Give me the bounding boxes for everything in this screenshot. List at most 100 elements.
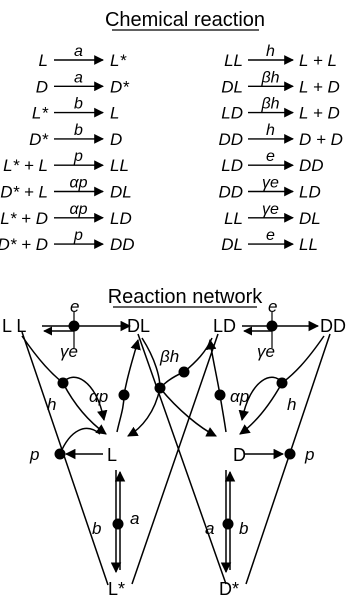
- left-reaction-row: L* b L: [32, 96, 120, 123]
- edge-ap-left-dl: [123, 338, 141, 396]
- right-reaction-row: LD βh L + D: [221, 96, 340, 123]
- reaction-reactants: LL: [224, 51, 243, 70]
- reaction-products: LL: [110, 156, 129, 175]
- reaction-reactants: D: [36, 77, 48, 96]
- species-ld: LD: [213, 316, 236, 336]
- reaction-products: D + D: [299, 130, 343, 149]
- species-dstar: D*: [219, 579, 239, 595]
- reaction-products: L + D: [299, 104, 340, 123]
- reaction-rate: b: [74, 96, 83, 113]
- edge-ap-right-ld: [205, 338, 221, 396]
- reaction-reactants: D*: [29, 130, 49, 149]
- reaction-products: DD: [299, 156, 324, 175]
- node-ab-left: [112, 518, 124, 530]
- reaction-rate: h: [266, 122, 275, 139]
- species-d: D: [233, 445, 246, 465]
- reaction-rate: γe: [262, 175, 279, 192]
- species-lstar: L*: [108, 579, 125, 595]
- edge-h-d-1: [239, 382, 283, 435]
- edge-bh-l: [127, 387, 161, 437]
- reaction-rate: h: [266, 43, 275, 60]
- node-bh-2: [178, 366, 190, 378]
- rate-nodes: [54, 320, 296, 530]
- rate-ap-left: αp: [89, 387, 108, 406]
- reaction-reactants: L*: [32, 104, 49, 123]
- reaction-rate: βh: [260, 69, 279, 86]
- reaction-rate: βh: [260, 96, 279, 113]
- edge-ll-hnode: [21, 335, 64, 384]
- edge-ap-right-1: [219, 394, 227, 433]
- reaction-products: L: [110, 104, 119, 123]
- reaction-reactants: D* + D: [0, 235, 48, 254]
- edge-dl-dstar: [137, 333, 227, 585]
- rate-bh: βh: [159, 347, 179, 366]
- node-p-left: [54, 448, 66, 460]
- reaction-products: DL: [110, 183, 132, 202]
- reaction-reactants: LD: [221, 104, 243, 123]
- reaction-products: L + L: [299, 51, 337, 70]
- reaction-products: DD: [110, 235, 135, 254]
- reaction-heading: Chemical reaction: [105, 9, 265, 31]
- edge-h-l-1: [62, 382, 107, 435]
- node-h-right: [276, 377, 288, 389]
- reaction-rate: e: [266, 227, 275, 244]
- reaction-reactants: D* + L: [0, 183, 48, 202]
- right-reaction-row: DD h D + D: [218, 122, 343, 149]
- rate-h-right: h: [287, 395, 296, 414]
- node-ap-left: [118, 389, 130, 401]
- reaction-rate: γe: [262, 201, 279, 218]
- reaction-rate: a: [74, 43, 83, 60]
- edge-dl-bh: [141, 337, 161, 389]
- edge-dd-hnode: [281, 335, 325, 384]
- reaction-rate: p: [73, 148, 83, 165]
- rate-e-right: e: [268, 297, 277, 316]
- node-e-right: [266, 320, 278, 332]
- reaction-rate: b: [74, 122, 83, 139]
- edge-p-left-curve: [59, 427, 101, 455]
- rate-a-right: a: [205, 519, 214, 538]
- network-heading: Reaction network: [108, 286, 264, 308]
- edge-ld-lstar: [131, 333, 219, 585]
- species-dl: DL: [127, 316, 150, 336]
- rate-ap-right: αp: [230, 387, 249, 406]
- reaction-rate: αp: [69, 201, 87, 218]
- reaction-reactants: LL: [224, 209, 243, 228]
- reaction-reactants: L* + L: [3, 156, 48, 175]
- edge-bh-d: [159, 387, 217, 437]
- rate-h-left: h: [47, 395, 56, 414]
- rate-e-left: e: [70, 297, 79, 316]
- reaction-products: LL: [299, 235, 318, 254]
- reaction-reactants: DD: [218, 130, 243, 149]
- rate-labels: e γe e γe h h αp αp βh p p a b a b: [29, 297, 314, 538]
- reaction-products: LD: [110, 209, 132, 228]
- species-dd: DD: [320, 316, 346, 336]
- reaction-products: LD: [299, 183, 321, 202]
- rate-ge-left: γe: [60, 342, 78, 361]
- reaction-reactants: L: [39, 51, 48, 70]
- reaction-products: L*: [110, 51, 127, 70]
- node-p-right: [284, 448, 296, 460]
- edge-ld-bh: [183, 337, 213, 373]
- right-reaction-row: DD γe LD: [218, 175, 320, 202]
- edge-ap-left-1: [116, 394, 125, 433]
- reaction-rate: a: [74, 69, 83, 86]
- reaction-reactants: DL: [221, 77, 243, 96]
- reaction-reactants: LD: [221, 156, 243, 175]
- rate-ge-right: γe: [257, 342, 275, 361]
- reaction-reactants: DL: [221, 235, 243, 254]
- rate-a-left: a: [130, 509, 139, 528]
- node-bh-1: [154, 382, 166, 394]
- right-reaction-row: LL h L + L: [224, 43, 337, 70]
- rate-b-left: b: [92, 519, 101, 538]
- reaction-reactants: DD: [218, 183, 243, 202]
